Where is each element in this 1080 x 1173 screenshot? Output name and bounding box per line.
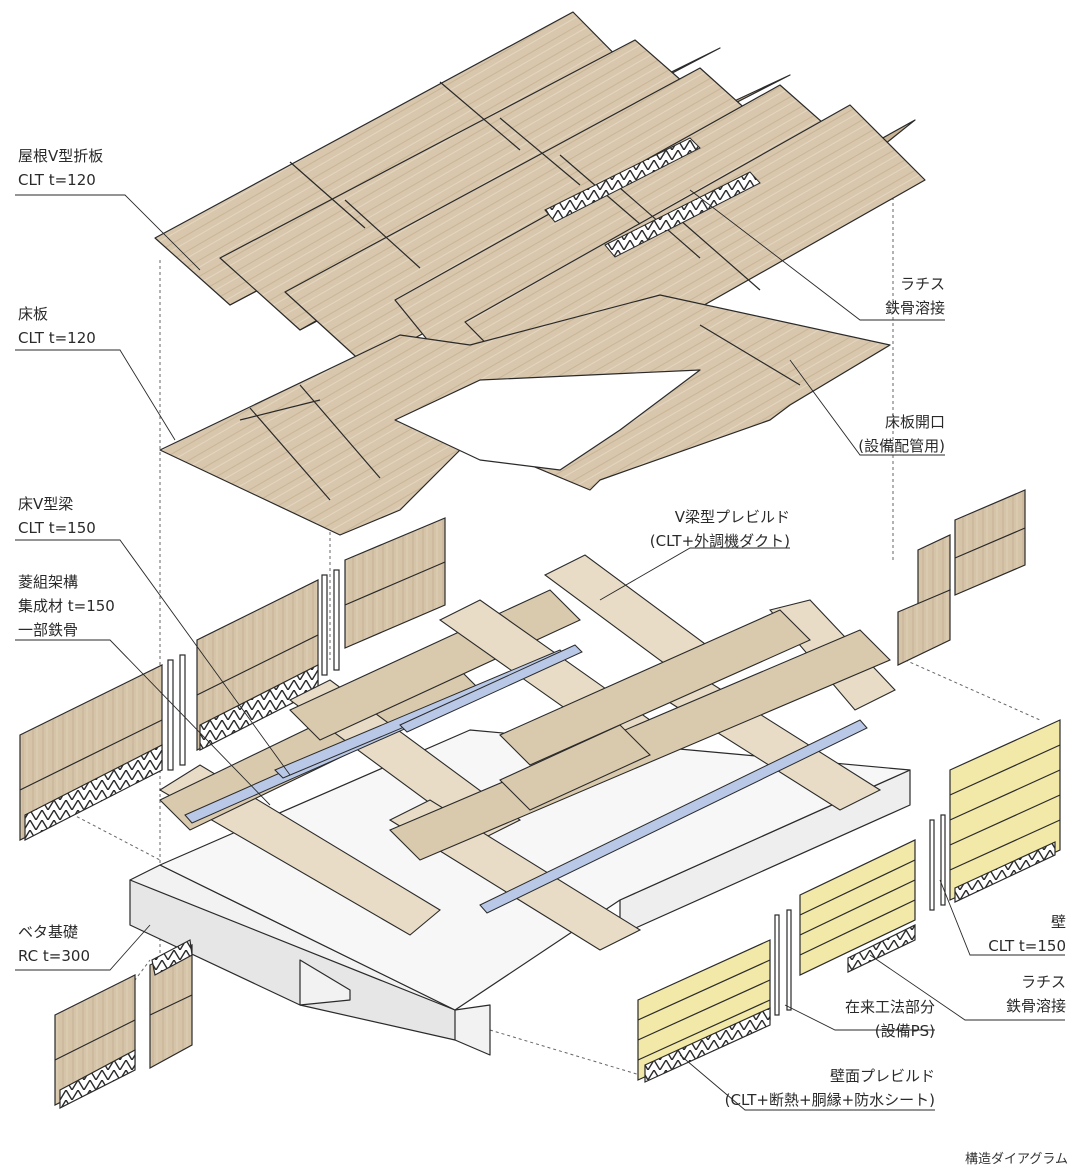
label-foundation: ベタ基礎 RC t=300 — [18, 920, 90, 968]
left-lower-wall-panels — [54, 939, 193, 1109]
roof-lattice — [544, 137, 761, 258]
label-v-beam-prebuild: V梁型プレビルド (CLT+外調機ダクト) — [650, 505, 790, 553]
label-lattice-top: ラチス 鉄骨溶接 — [885, 272, 945, 320]
label-foundation-line1: ベタ基礎 — [18, 923, 79, 941]
label-foundation-line2: RC t=300 — [18, 947, 90, 965]
label-v-beam-prebuild-line1: V梁型プレビルド — [674, 508, 790, 526]
label-lattice-top-line2: 鉄骨溶接 — [884, 299, 945, 317]
label-wall: 壁 CLT t=150 — [988, 910, 1066, 958]
leader-lines — [15, 189, 1065, 1111]
right-wall-prebuild-panels — [637, 719, 1061, 1083]
label-roof-line2: CLT t=120 — [18, 171, 96, 189]
label-floor-opening-line2: (設備配管用) — [858, 437, 945, 455]
label-wall-line2: CLT t=150 — [988, 937, 1066, 955]
label-roof-line1: 屋根V型折板 — [18, 147, 104, 165]
label-floor-beam-line1: 床V型梁 — [18, 495, 74, 513]
label-lattice-wall-line1: ラチス — [1020, 973, 1066, 991]
label-lattice-frame-line1: 菱組架構 — [18, 573, 79, 591]
label-conventional-line2: (設備PS) — [874, 1022, 935, 1040]
label-roof: 屋根V型折板 CLT t=120 — [18, 144, 103, 192]
diagram-caption: 構造ダイアグラム — [965, 1152, 1068, 1167]
label-floor-beam-line2: CLT t=150 — [18, 519, 96, 537]
label-wall-line1: 壁 — [1050, 913, 1066, 931]
label-conventional: 在来工法部分 (設備PS) — [845, 995, 935, 1043]
label-lattice-top-line1: ラチス — [899, 275, 945, 293]
label-floor-slab-line2: CLT t=120 — [18, 329, 96, 347]
floor-slab — [159, 294, 891, 536]
label-conventional-line1: 在来工法部分 — [844, 998, 935, 1016]
label-floor-slab-line1: 床板 — [18, 305, 49, 323]
lattice-frames — [158, 554, 896, 951]
label-wall-prebuild-line1: 壁面プレビルド — [829, 1067, 935, 1085]
label-floor-slab: 床板 CLT t=120 — [18, 302, 96, 350]
label-floor-opening-line1: 床板開口 — [884, 413, 945, 431]
label-floor-beam: 床V型梁 CLT t=150 — [18, 492, 96, 540]
left-wall-panels — [19, 517, 446, 841]
label-wall-prebuild-line2: (CLT+断熱+胴縁+防水シート) — [724, 1091, 935, 1109]
label-lattice-wall-line2: 鉄骨溶接 — [1005, 997, 1066, 1015]
label-lattice-frame-line2: 集成材 t=150 — [18, 597, 115, 615]
label-lattice-frame-line3: 一部鉄骨 — [18, 621, 79, 639]
label-floor-opening: 床板開口 (設備配管用) — [858, 410, 945, 458]
right-upper-wall-panels — [897, 489, 1026, 666]
duct-channels — [184, 644, 868, 914]
label-wall-prebuild: 壁面プレビルド (CLT+断熱+胴縁+防水シート) — [725, 1064, 935, 1112]
label-lattice-frame: 菱組架構 集成材 t=150 一部鉄骨 — [18, 570, 115, 642]
label-lattice-wall: ラチス 鉄骨溶接 — [1006, 970, 1066, 1018]
label-v-beam-prebuild-line2: (CLT+外調機ダクト) — [649, 532, 790, 550]
